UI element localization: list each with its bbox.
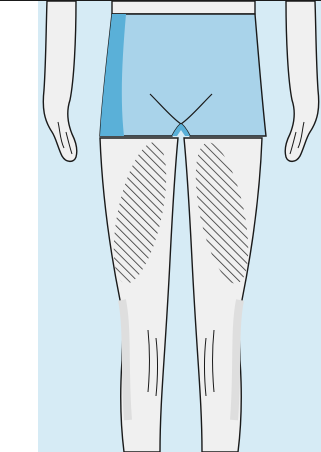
torso (112, 1, 255, 14)
shorts (100, 14, 266, 136)
